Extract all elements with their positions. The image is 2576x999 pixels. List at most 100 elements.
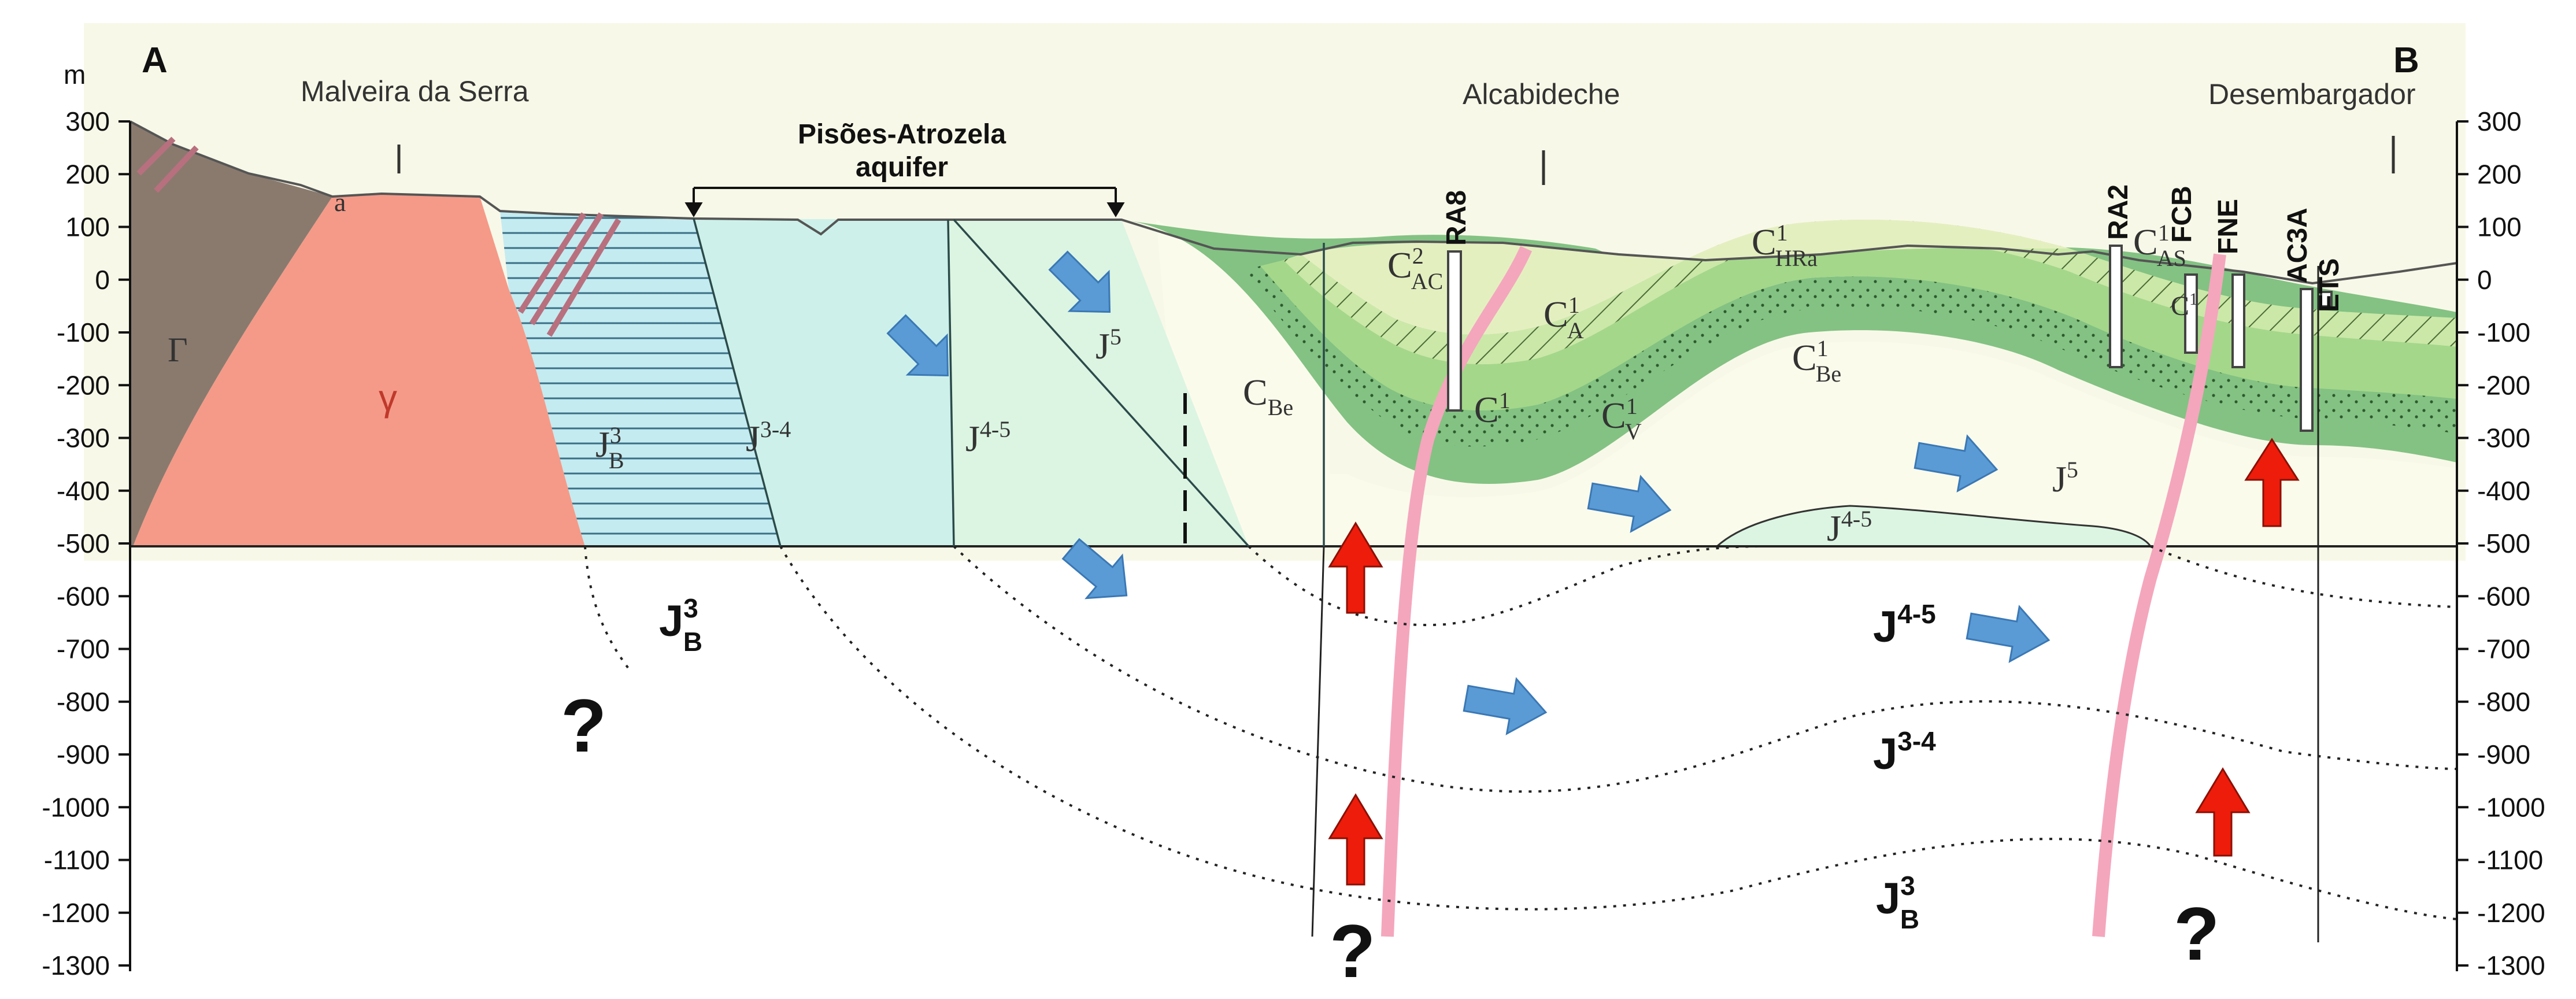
axis-tick-label: -600 [2477,581,2530,611]
label-gamma: γ [379,377,397,419]
label-j34-deep: J3-4 [1873,726,1936,779]
well-label-ra8: RA8 [1441,190,1472,246]
axis-tick-label: -800 [57,687,110,717]
flow-arrow [1048,250,1111,313]
section-end-label: B [2393,40,2419,80]
axis-tick-label: -1200 [2477,898,2545,928]
left-axis-ticks: 3002001000-100-200-300-400-500-600-700-8… [42,106,130,980]
label-a: a [334,187,346,217]
surface-ticks [397,136,2395,185]
unit-cretaceous-dotted-band [1243,266,2457,447]
dyke-alcabideche [1381,246,1533,937]
well-ac3a [2300,288,2314,432]
deep-contacts [584,545,2457,920]
axis-tick-label: 200 [65,159,110,189]
flow-arrow [1966,605,2051,663]
well-fne [2231,273,2245,368]
unit-cretaceous-hatched-band [1283,220,2457,365]
question-mark: ? [1330,909,1375,993]
axis-tick-label: 100 [2477,212,2522,242]
axis-tick-label: -800 [2477,687,2530,717]
label-j5-right: J5 [2052,457,2078,500]
flow-arrow [1463,677,1548,735]
axis-tick-label: -1000 [42,792,110,822]
unit-granite-region [133,194,585,546]
axis-tick-label: -600 [57,581,110,611]
axis-tick-label: -200 [2477,370,2530,400]
place-alcabideche: Alcabideche [1463,78,1620,110]
axis-tick-label: -700 [57,634,110,664]
label-j34: J3-4 [746,416,791,459]
axis-tick-label: -900 [2477,739,2530,769]
flow-arrow [886,314,949,377]
unit-j45-region [948,220,1249,546]
upflow-arrow [1328,793,1383,886]
axis-tick-label: -1300 [42,950,110,980]
upflow-arrow [1328,521,1383,614]
flow-arrow [1587,475,1672,533]
well-label-ets: ETS [2314,258,2345,312]
axis-tick-label: 300 [65,106,110,136]
axis-tick-label: -1100 [44,845,110,875]
unit-j45-inset [1715,505,2152,547]
dyke-desembargador [2092,253,2226,937]
axis-tick-label: -300 [57,423,110,453]
axis-tick-label: -400 [57,476,110,506]
axis-tick-label: -700 [2477,634,2530,664]
upflow-arrows [1328,438,2300,886]
well-ra2 [2109,245,2123,368]
axis-tick-label: -200 [57,370,110,400]
aquifer-label-line1: Pisões-Atrozela [798,119,1006,150]
geological-units [130,121,2457,547]
label-cbe-left: CBe [1243,372,1293,420]
unit-gabbro-region [130,121,332,546]
aquifer-bracket [684,187,1125,217]
label-j5: J5 [1095,324,1122,367]
right-axis-ticks: 3002001000-100-200-300-400-500-600-700-8… [2457,106,2545,980]
axis-tick-label: -1200 [42,898,110,928]
label-c1-small: C1 [2171,290,2198,321]
dykes-left [136,136,621,337]
well-casings [1447,245,2333,432]
axis-tick-label: -100 [2477,317,2530,347]
axis-tick-label: 0 [2477,265,2492,295]
axis-tick-label: -400 [2477,476,2530,506]
well-fcb [2184,273,2198,354]
axis-tick-label: -500 [57,528,110,558]
axis-tick-label: 100 [65,212,110,242]
label-gamma-upper: Γ [168,331,188,369]
axis-tick-label: -500 [2477,528,2530,558]
section-start-label: A [142,40,168,80]
well-label-ac3a: AC3A [2282,208,2313,283]
flow-arrow [1914,434,1998,493]
label-j45-deep: J4-5 [1873,599,1936,652]
aquifer-label-line2: aquifer [856,152,948,183]
question-mark: ? [2174,891,2219,976]
label-j45-inset: J4-5 [1827,506,1872,549]
label-j45: J4-5 [965,416,1011,459]
axis-tick-label: 300 [2477,106,2522,136]
unit-boundaries [693,218,1325,547]
place-malveira-da-serra: Malveira da Serra [301,75,529,108]
upflow-arrow [2244,438,2300,527]
unit-cretaceous-mid-band [1260,237,2457,410]
upflow-arrow [2195,767,2251,857]
axis-tick-label: -1000 [2477,792,2545,822]
axis-tick-label: -1300 [2477,950,2545,980]
question-mark: ? [561,683,606,768]
well-label-ra2: RA2 [2103,184,2134,240]
flow-arrow [1061,538,1128,600]
groundwater-flow-arrows [886,250,2051,735]
axis-tick-label: 0 [95,265,110,295]
axis-tick-label: -1100 [2477,845,2543,875]
